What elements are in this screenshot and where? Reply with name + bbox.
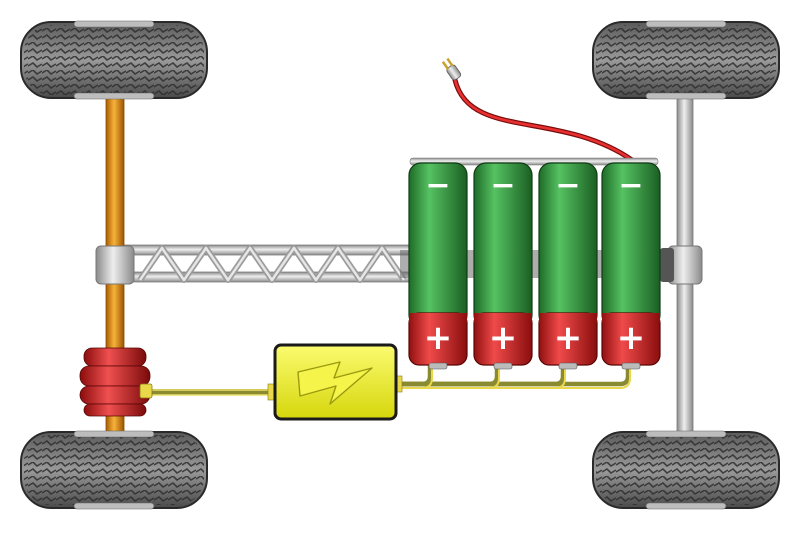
front-left-wheel xyxy=(592,20,780,100)
plug-icon xyxy=(441,57,462,81)
battery-2: −+ xyxy=(473,162,533,370)
charging-cable xyxy=(452,77,635,163)
minus-sign-icon: − xyxy=(618,168,643,203)
front-right-wheel xyxy=(592,430,780,510)
motor-controller xyxy=(267,343,403,421)
battery-1: −+ xyxy=(408,162,468,370)
lightning-bolt-icon xyxy=(297,361,373,405)
rear-left-wheel xyxy=(20,20,208,100)
battery-3: −+ xyxy=(538,162,598,370)
battery-4: −+ xyxy=(601,162,661,370)
plus-sign-icon: + xyxy=(617,318,646,358)
rear-right-wheel xyxy=(20,430,208,510)
front-axle xyxy=(660,81,703,449)
battery-top-rail xyxy=(409,157,659,166)
plus-sign-icon: + xyxy=(424,318,453,358)
minus-sign-icon: − xyxy=(490,168,515,203)
minus-sign-icon: − xyxy=(555,168,580,203)
plus-sign-icon: + xyxy=(554,318,583,358)
minus-sign-icon: − xyxy=(425,168,450,203)
wheels xyxy=(20,20,780,510)
power-wiring xyxy=(150,364,631,396)
electric-motor xyxy=(79,347,153,417)
battery-pack: −+−+−+−+ xyxy=(408,162,661,370)
plus-sign-icon: + xyxy=(489,318,518,358)
